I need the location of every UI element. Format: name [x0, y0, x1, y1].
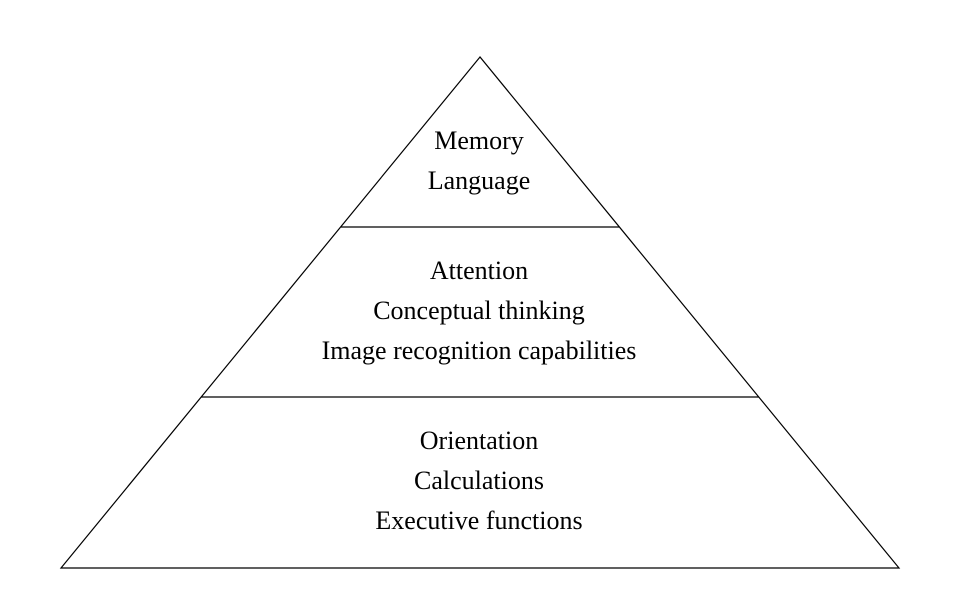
pyramid-outline [59, 56, 901, 569]
tier-middle-line-3: Image recognition capabilities [322, 336, 637, 365]
tier-bottom-line-1: Orientation [420, 426, 538, 455]
tier-top-line-1: Memory [434, 126, 524, 155]
pyramid-tier-bottom: Orientation Calculations Executive funct… [375, 426, 582, 535]
pyramid-tier-top: Memory Language [428, 126, 531, 195]
tier-bottom-line-2: Calculations [414, 466, 544, 495]
tier-middle-line-1: Attention [430, 256, 528, 285]
tier-top-line-2: Language [428, 166, 531, 195]
tier-middle-line-2: Conceptual thinking [373, 296, 585, 325]
tier-bottom-line-3: Executive functions [375, 506, 582, 535]
pyramid-tier-middle: Attention Conceptual thinking Image reco… [322, 256, 637, 365]
